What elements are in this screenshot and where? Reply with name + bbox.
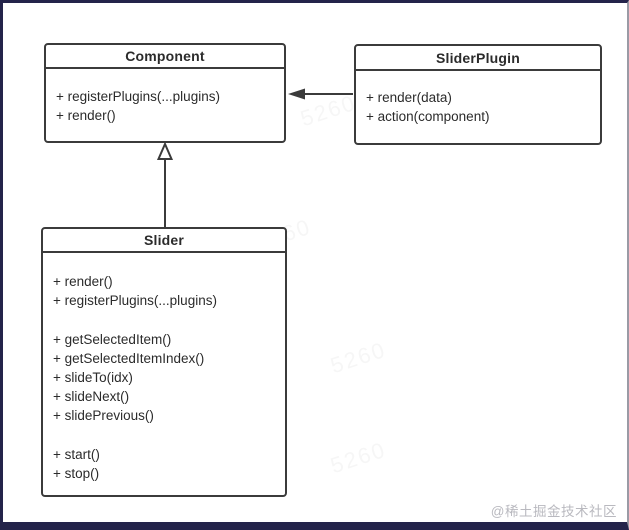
class-box-sliderplugin: SliderPlugin + render(data) + action(com…	[354, 44, 602, 145]
method: + slidePrevious()	[53, 408, 154, 423]
class-title: SliderPlugin	[356, 46, 600, 71]
method: + slideNext()	[53, 389, 130, 404]
method: + render(data)	[366, 90, 452, 105]
method: + registerPlugins(...plugins)	[53, 293, 217, 308]
method: + render()	[53, 274, 113, 289]
method: + slideTo(idx)	[53, 370, 133, 385]
class-box-component: Component + registerPlugins(...plugins) …	[44, 43, 286, 143]
method: + start()	[53, 447, 100, 462]
class-members: + render(data) + action(component)	[356, 71, 600, 126]
method: + registerPlugins(...plugins)	[56, 89, 220, 104]
class-title: Component	[46, 45, 284, 69]
method: + stop()	[53, 466, 100, 481]
method: + getSelectedItemIndex()	[53, 351, 205, 366]
class-title: Slider	[43, 229, 285, 253]
class-members: + render() + registerPlugins(...plugins)…	[43, 253, 285, 483]
method: + action(component)	[366, 109, 490, 124]
class-members: + registerPlugins(...plugins) + render()	[46, 69, 284, 125]
credit-watermark: @稀土掘金技术社区	[490, 504, 617, 519]
method: + render()	[56, 108, 116, 123]
method: + getSelectedItem()	[53, 332, 172, 347]
class-box-slider: Slider + render() + registerPlugins(...p…	[41, 227, 287, 497]
